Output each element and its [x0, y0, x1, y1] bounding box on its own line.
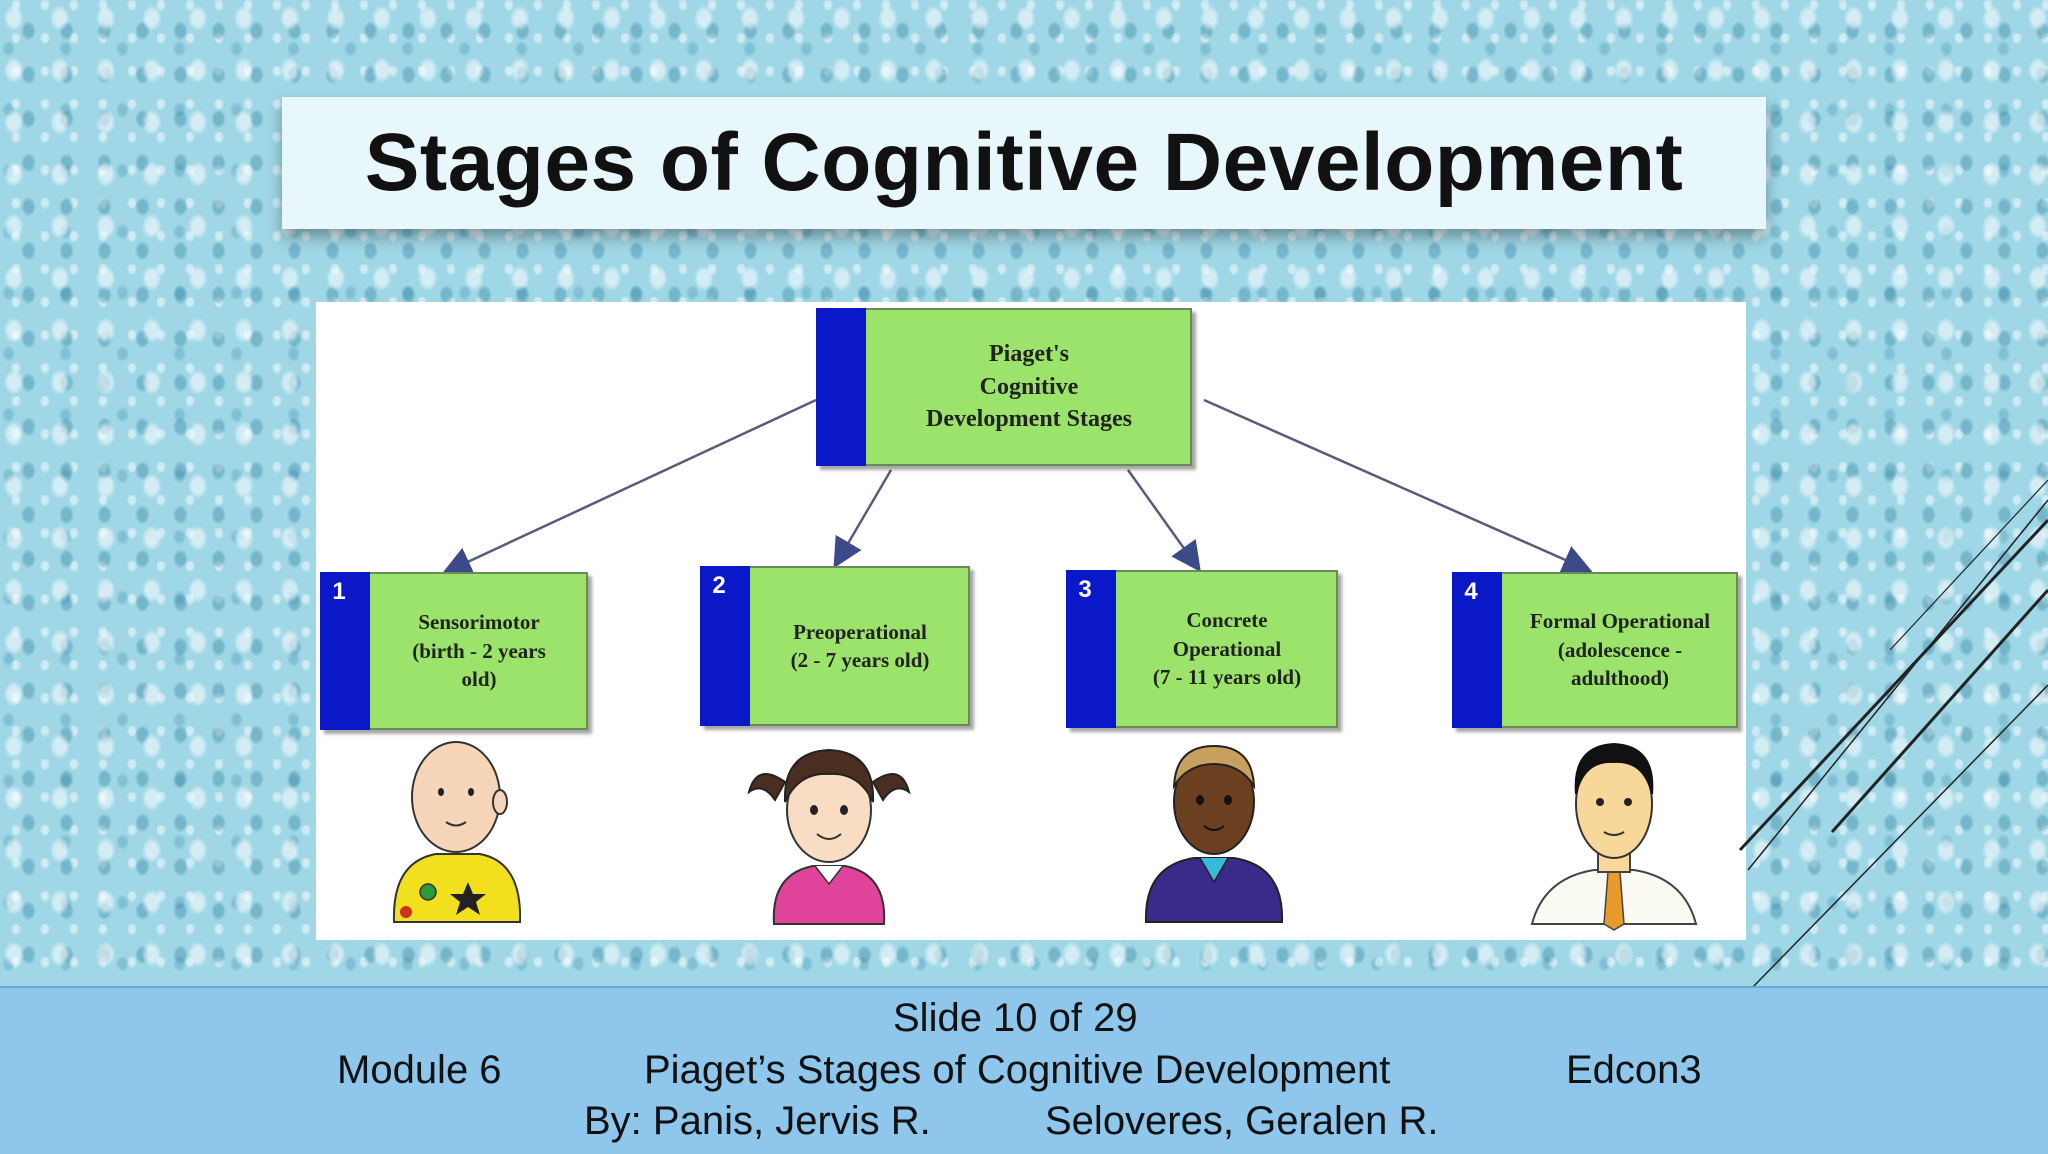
stage-number: 2 — [712, 572, 726, 599]
root-node-bar — [816, 308, 866, 466]
root-node: Piaget's Cognitive Development Stages — [816, 308, 1192, 466]
stage-node-1: 1 Sensorimotor (birth - 2 years old) — [320, 572, 588, 730]
stage-label: Formal Operational (adolescence - adulth… — [1529, 609, 1711, 691]
slide-footer: Slide 10 of 29 Module 6 Piaget’s Stages … — [0, 986, 2048, 1154]
stage-node-bar — [1066, 570, 1116, 728]
slide-counter: Slide 10 of 29 — [893, 996, 1138, 1040]
stage-number: 4 — [1464, 578, 1478, 605]
footer-topic: Piaget’s Stages of Cognitive Development — [644, 1048, 1391, 1092]
stage-label: Preoperational (2 - 7 years old) — [790, 619, 930, 672]
diagram-connectors — [392, 398, 1698, 931]
stage-number: 3 — [1078, 576, 1092, 603]
piaget-diagram: Piaget's Cognitive Development Stages 1 … — [316, 302, 1746, 940]
connector-1 — [441, 398, 817, 576]
stage-label: Sensorimotor (birth - 2 years old) — [412, 610, 546, 692]
stage-node-bar — [700, 566, 750, 726]
connector-3 — [1126, 469, 1201, 573]
stage-node-2: 2 Preoperational (2 - 7 years old) — [700, 566, 970, 726]
man-figure — [1530, 742, 1698, 931]
connector-4 — [1203, 398, 1593, 574]
decorative-diagonal-lines — [1738, 480, 2048, 991]
stage-node-3: 3 Concrete Operational (7 - 11 years old… — [1066, 570, 1338, 728]
footer-coauthor: Seloveres, Geralen R. — [1045, 1099, 1439, 1143]
boy-figure — [1144, 744, 1284, 923]
footer-authors: By: Panis, Jervis R. — [584, 1099, 931, 1143]
connector-2 — [833, 469, 893, 569]
stage-number: 1 — [332, 578, 346, 605]
root-node-label: Piaget's Cognitive Development Stages — [926, 341, 1132, 433]
slide-title-box: Stages of Cognitive Development — [282, 97, 1766, 229]
footer-course: Edcon3 — [1566, 1048, 1702, 1092]
stage-node-4: 4 Formal Operational (adolescence - adul… — [1452, 572, 1738, 728]
stage-node-bar — [320, 572, 370, 730]
girl-figure — [747, 748, 911, 925]
slide-title: Stages of Cognitive Development — [364, 117, 1684, 208]
stage-node-bar — [1452, 572, 1502, 728]
stage-label: Concrete Operational (7 - 11 years old) — [1152, 608, 1302, 690]
footer-module: Module 6 — [337, 1048, 502, 1092]
baby-figure — [392, 741, 522, 923]
